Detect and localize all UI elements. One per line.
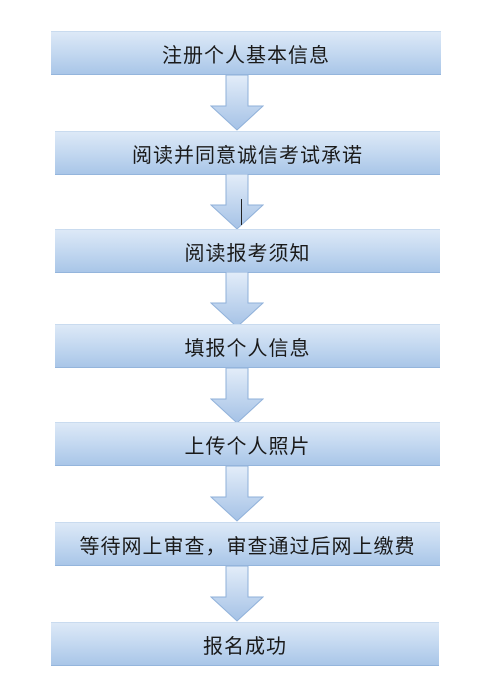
step-label: 上传个人照片 bbox=[184, 433, 311, 458]
arrow-down-icon bbox=[210, 75, 264, 131]
step-register-basic-info: 注册个人基本信息 bbox=[51, 31, 441, 75]
step-label: 填报个人信息 bbox=[184, 335, 311, 360]
flow-arrow-down bbox=[210, 368, 264, 424]
step-registration-success: 报名成功 bbox=[51, 622, 439, 666]
text-cursor-mark bbox=[241, 199, 242, 225]
step-label: 阅读并同意诚信考试承诺 bbox=[132, 142, 363, 167]
step-read-integrity-pledge: 阅读并同意诚信考试承诺 bbox=[55, 131, 440, 175]
flow-arrow-down bbox=[210, 75, 264, 131]
step-label: 阅读报考须知 bbox=[184, 240, 311, 265]
flow-arrow-down bbox=[210, 566, 264, 622]
step-label: 报名成功 bbox=[203, 633, 287, 658]
step-fill-personal-info: 填报个人信息 bbox=[55, 324, 440, 368]
arrow-down-icon bbox=[210, 368, 264, 424]
arrow-down-icon bbox=[210, 566, 264, 622]
step-read-exam-notice: 阅读报考须知 bbox=[55, 229, 440, 273]
flow-arrow-down bbox=[210, 466, 264, 522]
flow-arrow-down bbox=[210, 174, 264, 230]
step-review-and-payment: 等待网上审查，审查通过后网上缴费 bbox=[55, 522, 440, 566]
arrow-down-icon bbox=[210, 174, 264, 230]
step-label: 注册个人基本信息 bbox=[162, 42, 330, 67]
step-upload-photo: 上传个人照片 bbox=[55, 422, 440, 466]
flow-arrow-down bbox=[210, 272, 264, 328]
step-label: 等待网上审查，审查通过后网上缴费 bbox=[79, 533, 416, 558]
arrow-down-icon bbox=[210, 466, 264, 522]
arrow-down-icon bbox=[210, 272, 264, 328]
